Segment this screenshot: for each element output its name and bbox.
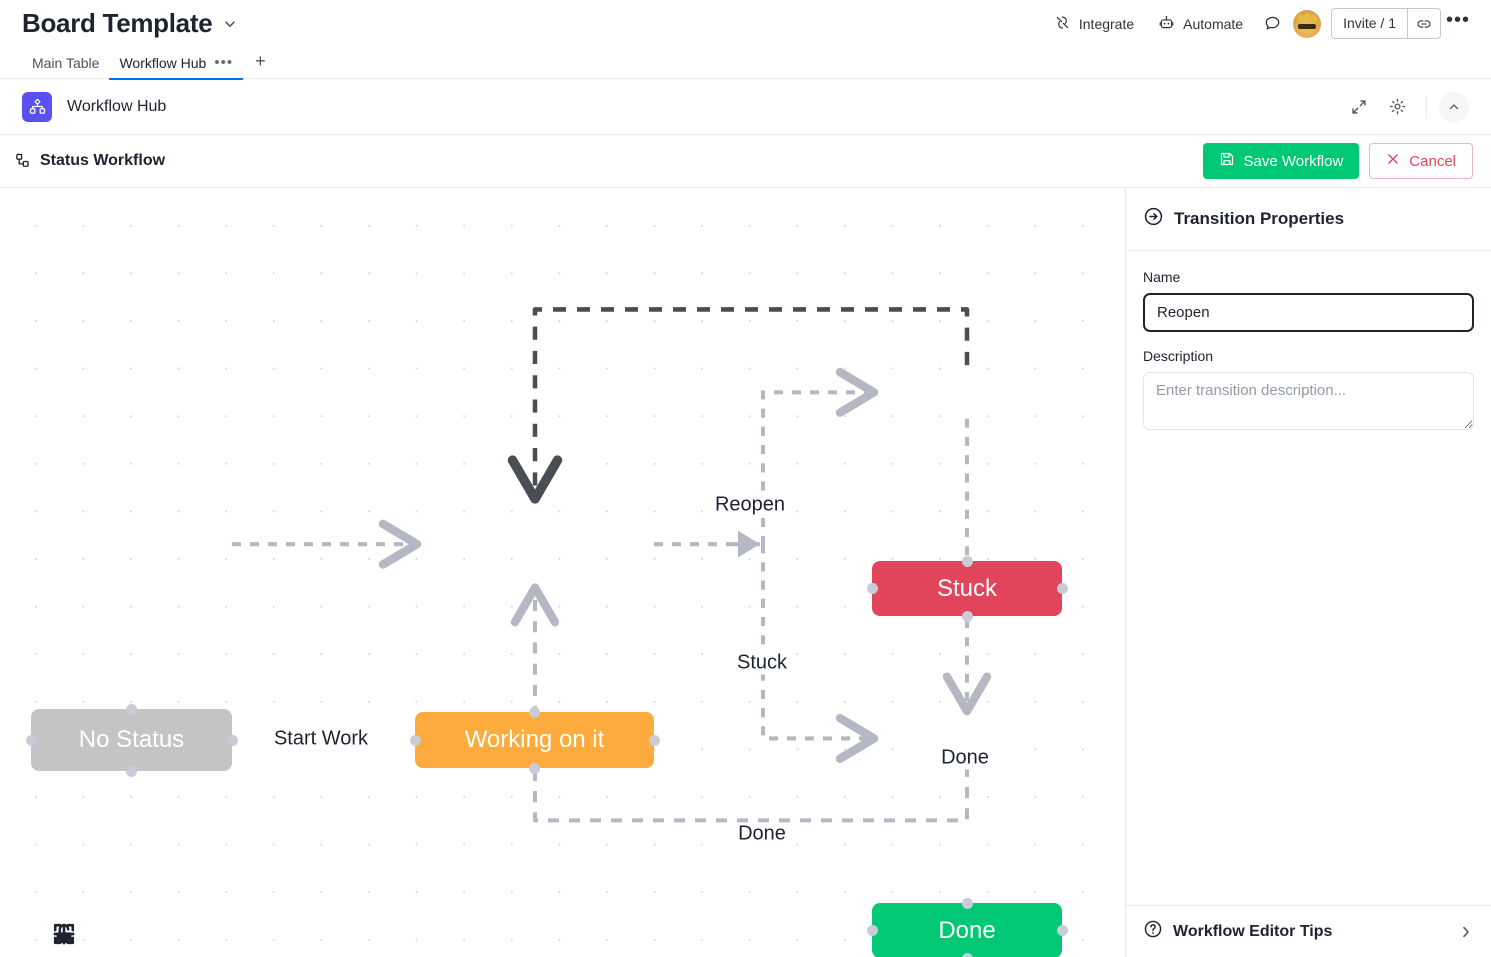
panel-body: Name Description — [1126, 251, 1491, 905]
workflow-bar-actions: Save Workflow Cancel — [1202, 143, 1473, 179]
widget-title: Workflow Hub — [67, 97, 167, 115]
save-workflow-button[interactable]: Save Workflow — [1202, 143, 1360, 179]
node-handle-left[interactable] — [409, 734, 421, 746]
save-disk-icon — [1219, 151, 1235, 171]
fit-view-icon[interactable] — [53, 921, 92, 947]
automate-button[interactable]: Automate — [1146, 8, 1255, 40]
top-bar: Board Template Integrate — [0, 0, 1491, 47]
board-tabs: Main Table Workflow Hub ••• + — [0, 47, 1491, 80]
lock-icon[interactable] — [56, 921, 122, 947]
edge-reopen-top — [507, 307, 970, 504]
workflow-title: Status Workflow — [40, 152, 166, 169]
name-label: Name — [1143, 269, 1181, 285]
node-handle-bottom[interactable] — [961, 610, 973, 622]
tab-label: Main Table — [32, 55, 100, 71]
widget-header: Workflow Hub — [0, 79, 1491, 135]
node-label: Stuck — [936, 574, 998, 602]
save-workflow-label: Save Workflow — [1243, 152, 1344, 170]
transition-name-input[interactable] — [1143, 293, 1474, 332]
transition-properties-panel: Transition Properties Name Description — [1125, 188, 1491, 957]
integrate-button[interactable]: Integrate — [1042, 8, 1146, 40]
chevron-down-icon[interactable] — [222, 16, 238, 32]
edge-label-reopen-top[interactable]: Reopen — [708, 493, 792, 517]
question-circle-icon — [1143, 919, 1163, 944]
chevron-right-icon[interactable] — [1458, 924, 1474, 940]
tab-label: Workflow Hub — [119, 55, 207, 71]
invite-button[interactable]: Invite / 1 — [1343, 15, 1396, 31]
board-title-group[interactable]: Board Template — [22, 8, 238, 39]
description-field-group: Description — [1143, 348, 1474, 435]
robot-icon — [1158, 14, 1175, 34]
integrate-icon — [1054, 14, 1071, 34]
chat-bubble-icon[interactable] — [1255, 7, 1289, 41]
transition-description-input[interactable] — [1143, 372, 1474, 430]
tips-label: Workflow Editor Tips — [1173, 922, 1333, 940]
widget-actions — [1342, 90, 1469, 124]
cancel-label: Cancel — [1409, 152, 1456, 170]
panel-header: Transition Properties — [1126, 188, 1491, 251]
node-no-status[interactable]: No Status — [25, 703, 238, 777]
name-field-group: Name — [1143, 269, 1474, 332]
edge-layer — [232, 307, 992, 823]
workflow-nodes-icon — [10, 152, 36, 171]
tab-main-table[interactable]: Main Table — [22, 55, 109, 79]
workflow-action-bar: Status Workflow Save Workflow Cancel — [0, 135, 1491, 188]
node-stuck[interactable]: Stuck — [866, 555, 1068, 622]
node-handle-bottom[interactable] — [529, 762, 540, 774]
node-handle-right[interactable] — [1056, 925, 1068, 936]
node-handle-right[interactable] — [226, 734, 238, 746]
node-handle-left[interactable] — [866, 583, 878, 594]
arrow-right-circle-icon — [1143, 206, 1164, 232]
node-handle-bottom[interactable] — [961, 952, 973, 957]
gear-icon[interactable] — [1380, 90, 1414, 124]
node-handle-top[interactable] — [961, 555, 973, 567]
edge-to-stuck — [654, 367, 879, 547]
page-title: Board Template — [22, 8, 213, 38]
expand-icon[interactable] — [1342, 90, 1376, 124]
node-handle-bottom[interactable] — [126, 765, 137, 777]
node-handle-right[interactable] — [1056, 583, 1068, 594]
workflow-editor-tips-row[interactable]: Workflow Editor Tips — [1126, 905, 1491, 957]
add-tab-button[interactable]: + — [255, 51, 266, 71]
edge-label-to-done[interactable]: Done — [732, 822, 792, 846]
panel-title: Transition Properties — [1174, 209, 1345, 228]
tab-workflow-hub[interactable]: Workflow Hub ••• — [109, 54, 243, 80]
node-handle-top[interactable] — [961, 897, 973, 909]
chevron-up-icon[interactable] — [1439, 91, 1469, 122]
user-avatar[interactable] — [1293, 9, 1322, 38]
integrate-label: Integrate — [1078, 15, 1135, 32]
workflow-hub-icon — [22, 91, 52, 122]
invite-group: Invite / 1 — [1331, 8, 1441, 39]
node-done[interactable]: Done — [866, 897, 1068, 957]
edge-reopen-bottom — [510, 583, 969, 823]
edge-label-stuck-done[interactable]: Done — [935, 746, 995, 770]
canvas-toolbar — [6, 921, 122, 947]
divider — [1407, 9, 1408, 38]
node-handle-top[interactable] — [126, 703, 137, 715]
editor-body: Start Work Stuck Done Done Reopen Reopen… — [0, 188, 1491, 957]
node-handle-top[interactable] — [529, 706, 540, 718]
edge-label-to-stuck[interactable]: Stuck — [730, 651, 794, 675]
node-label: No Status — [78, 726, 185, 753]
node-working-on-it[interactable]: Working on it — [409, 706, 660, 774]
ellipsis-icon[interactable]: ••• — [1445, 9, 1470, 31]
node-handle-left[interactable] — [866, 925, 878, 936]
top-bar-actions: Integrate Automate — [1042, 7, 1475, 41]
cancel-button[interactable]: Cancel — [1369, 143, 1473, 179]
edge-label-start-work[interactable]: Start Work — [267, 727, 375, 751]
node-label: Working on it — [464, 726, 605, 753]
divider — [1426, 95, 1427, 118]
automate-label: Automate — [1183, 15, 1244, 32]
node-handle-right[interactable] — [648, 734, 660, 746]
description-label: Description — [1143, 348, 1214, 364]
node-label: Done — [938, 916, 996, 944]
edge-to-done — [761, 544, 879, 763]
node-handle-left[interactable] — [25, 734, 37, 746]
ellipsis-icon[interactable]: ••• — [214, 54, 234, 72]
workflow-canvas[interactable]: Start Work Stuck Done Done Reopen Reopen… — [0, 188, 1125, 957]
link-icon[interactable] — [1408, 9, 1440, 38]
close-x-icon — [1386, 152, 1400, 170]
